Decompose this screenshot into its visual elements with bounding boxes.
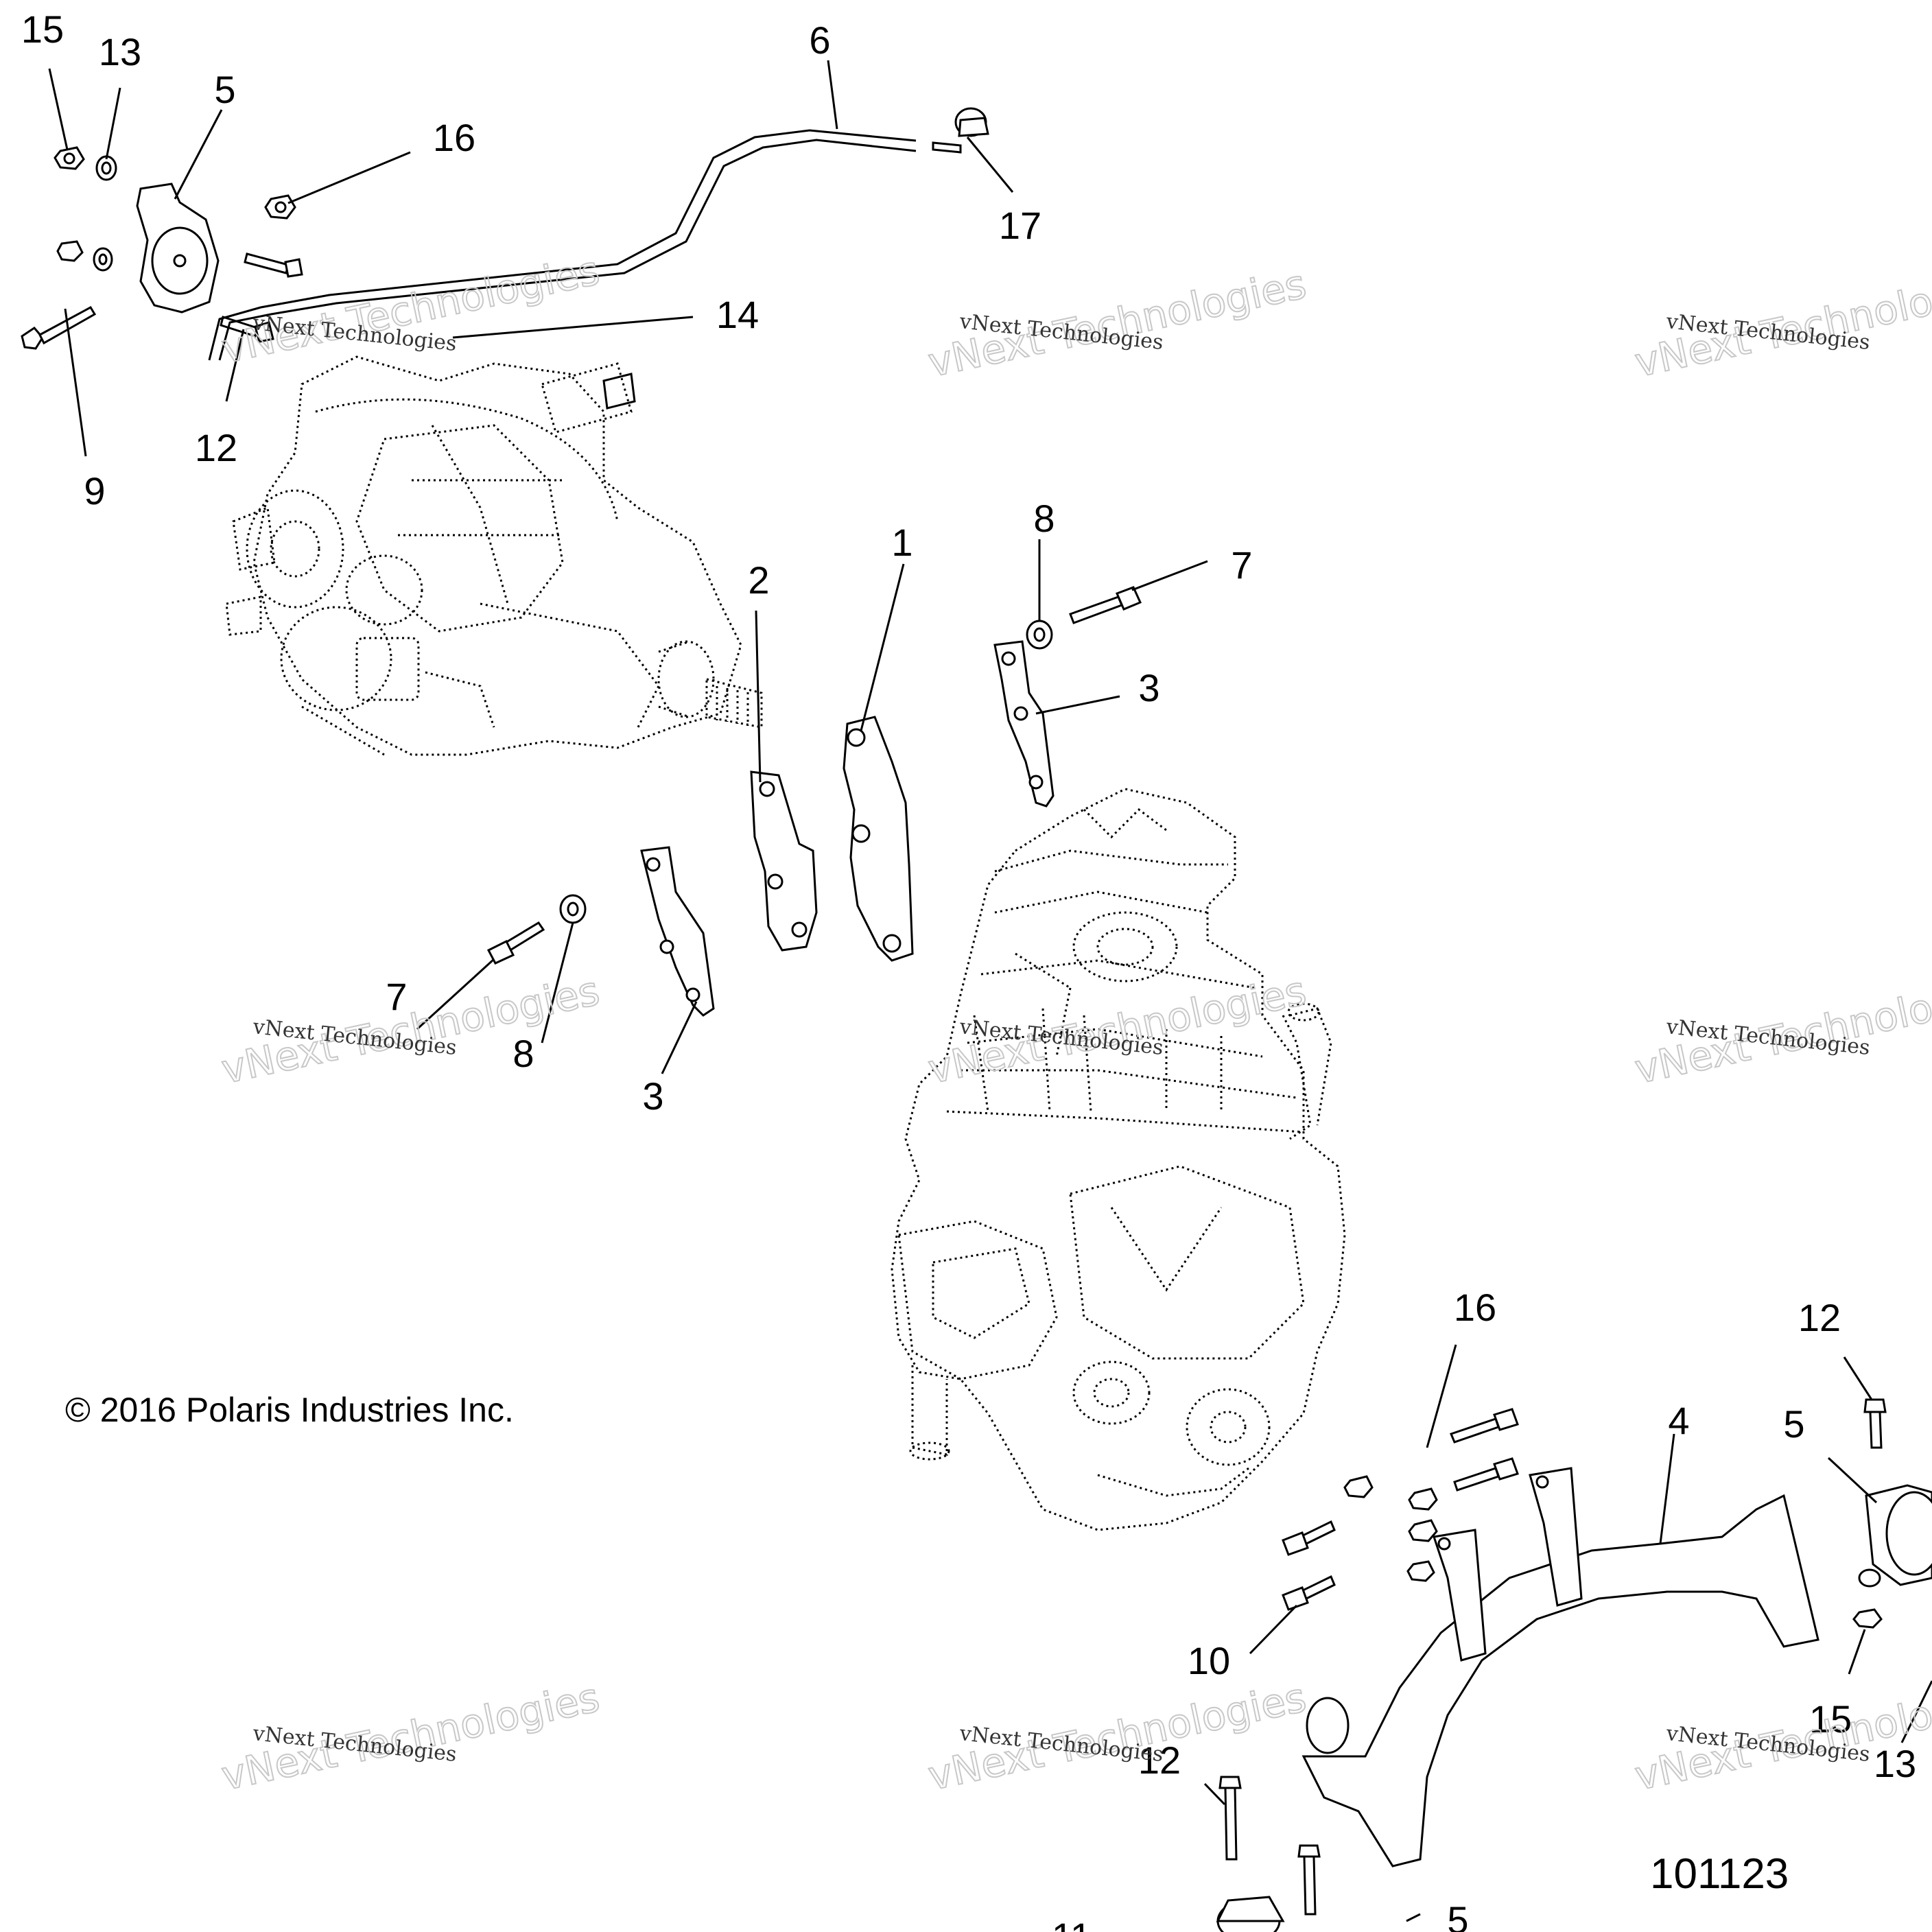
callout-9: 9 [84,469,105,513]
callout-13-top: 13 [99,30,141,73]
callout-5-bottom: 5 [1447,1898,1468,1932]
callout-7-lower: 7 [386,975,407,1018]
callout-11: 11 [1052,1915,1092,1932]
engine-mount-crossmember [1216,1398,1932,1932]
callout-5-top: 5 [214,68,235,111]
copyright-notice: © 2016 Polaris Industries Inc. [65,1391,514,1429]
engine-assembly [891,788,1346,1531]
transmission-assembly [225,355,763,756]
callout-13-right: 13 [1874,1742,1916,1785]
callout-16-top: 16 [433,116,475,159]
callout-3-upper: 3 [1138,666,1159,709]
callout-15-right: 15 [1809,1697,1852,1741]
callout-8-lower: 8 [513,1032,534,1075]
callout-7-upper: 7 [1231,543,1252,587]
callout-8-upper: 8 [1033,497,1055,540]
mount-brackets [486,586,1142,1017]
callout-1: 1 [891,521,912,564]
callout-labels: 15 13 5 16 6 17 14 9 12 2 1 8 7 3 3 7 8 … [21,8,1916,1932]
callout-14: 14 [716,293,759,336]
document-number: 101123 [1650,1850,1789,1898]
callout-2: 2 [748,558,769,602]
callout-12-top: 12 [195,426,237,469]
leader-lines [48,60,1932,1922]
callout-12-bottom: 12 [1138,1739,1181,1782]
shift-linkage-parts [21,107,989,361]
callout-12-right: 12 [1798,1296,1841,1339]
callout-3-lower: 3 [642,1074,663,1118]
callout-4: 4 [1668,1399,1689,1442]
callout-15-top: 15 [21,8,64,51]
callout-6: 6 [809,19,830,62]
callout-5-right: 5 [1783,1402,1804,1446]
callout-16-bottom: 16 [1454,1286,1496,1329]
callout-17: 17 [999,204,1041,247]
callout-10: 10 [1188,1639,1230,1682]
